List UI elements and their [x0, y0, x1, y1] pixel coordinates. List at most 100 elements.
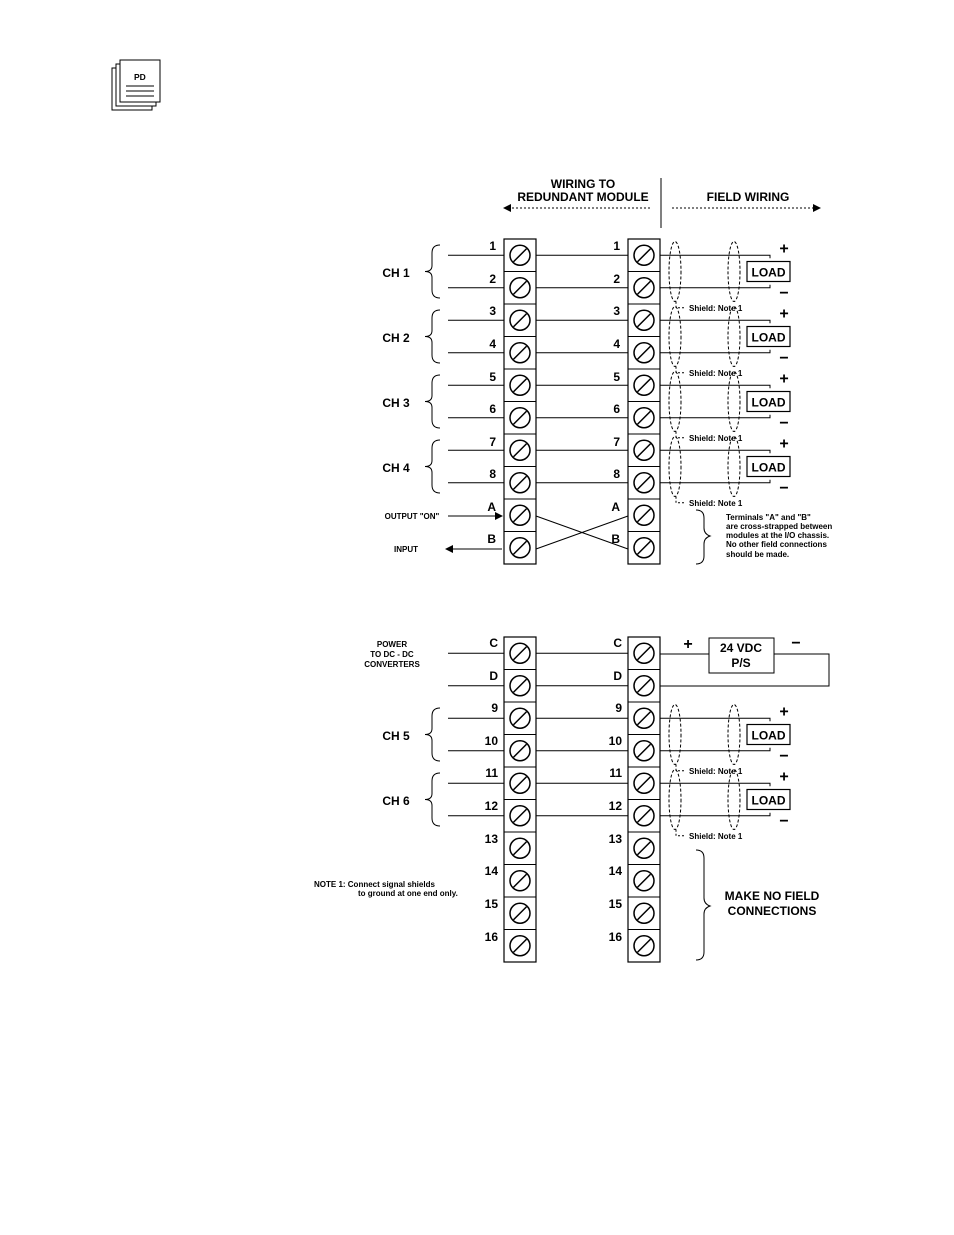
terminal-label: 2: [489, 272, 496, 286]
cable-shield: [668, 769, 682, 830]
load-box: LOAD: [746, 455, 791, 478]
top-left-terminal-labels: 1 2 3 4 5 6 7 8 A B: [487, 239, 496, 546]
terminal-label: D: [489, 669, 498, 683]
terminal-label: 7: [613, 435, 620, 449]
terminal-screw: [633, 342, 655, 364]
terminal-screw: [633, 675, 655, 697]
terminal-screw: [509, 504, 531, 526]
doc-icon-label: PD: [134, 72, 146, 82]
channel-braces: [424, 244, 441, 827]
cable-shield: [727, 306, 741, 367]
terminal-label: 11: [485, 766, 498, 780]
terminal-label: 8: [489, 467, 496, 481]
terminal-screw: [509, 439, 531, 461]
channel-brace: [424, 772, 441, 827]
terminal-label: C: [489, 636, 498, 650]
power-label-line: TO DC - DC: [370, 650, 414, 659]
cable-shield: [668, 306, 682, 367]
shield-label: Shield: Note 1: [689, 304, 743, 313]
terminal-screw: [633, 707, 655, 729]
terminal-screw: [509, 277, 531, 299]
terminal-label: 12: [609, 799, 623, 813]
cable-shield: [668, 241, 682, 302]
right-terminal-strip-top: [627, 238, 661, 565]
shield-label: Shield: Note 1: [689, 369, 743, 378]
terminal-screw: [633, 935, 655, 957]
terminal-screw: [633, 439, 655, 461]
terminal-label: 3: [613, 304, 620, 318]
load-box: LOAD: [746, 723, 791, 746]
terminal-screw: [509, 740, 531, 762]
make-no-field-line: MAKE NO FIELD: [725, 889, 820, 903]
make-no-field-line: CONNECTIONS: [728, 904, 817, 918]
channel-brace: [424, 707, 441, 762]
terminal-label: 5: [613, 370, 620, 384]
bottom-terminal-strips: [448, 636, 661, 963]
psu-minus-sign: −: [791, 635, 800, 652]
top-terminal-strips: [448, 238, 661, 565]
note-1: NOTE 1: Connect signal shields to ground…: [314, 880, 458, 898]
load-label: LOAD: [752, 331, 786, 345]
terminal-screw: [509, 902, 531, 924]
cable-shield: [727, 241, 741, 302]
terminal-label: B: [611, 532, 620, 546]
terminal-screw: [633, 374, 655, 396]
minus-sign: −: [779, 285, 788, 302]
terminal-label: B: [487, 532, 496, 546]
note-line: modules at the I/O chassis.: [726, 531, 829, 540]
terminal-label: 12: [485, 799, 499, 813]
terminal-label: 2: [613, 272, 620, 286]
plus-sign: +: [779, 703, 788, 720]
channel-brace: [424, 439, 441, 494]
terminal-screw: [509, 244, 531, 266]
terminal-screw: [633, 772, 655, 794]
terminal-screw: [509, 407, 531, 429]
terminal-label: 4: [489, 337, 496, 351]
terminal-label: C: [613, 636, 622, 650]
redundant-module-label: REDUNDANT MODULE: [517, 190, 648, 204]
load-box: LOAD: [746, 260, 791, 283]
terminal-label: 9: [491, 701, 498, 715]
channel-brace: [424, 309, 441, 364]
cross-strap-wires: [535, 515, 629, 550]
terminal-screw: [509, 707, 531, 729]
terminal-label: 9: [615, 701, 622, 715]
terminal-label: 4: [613, 337, 620, 351]
shield-label: Shield: Note 1: [689, 434, 743, 443]
minus-sign: −: [779, 415, 788, 432]
terminal-label: 13: [485, 832, 499, 846]
input-label: INPUT: [394, 545, 418, 554]
shield-label: Shield: Note 1: [689, 767, 743, 776]
terminal-screw: [509, 675, 531, 697]
terminal-screw: [633, 642, 655, 664]
psu-label-line: P/S: [731, 656, 750, 670]
terminal-screw: [509, 537, 531, 559]
top-channel-labels: CH 1 CH 2 CH 3 CH 4: [382, 266, 410, 475]
note-line: Terminals "A" and "B": [726, 513, 811, 522]
terminal-screw: [633, 309, 655, 331]
terminal-screw: [509, 772, 531, 794]
plus-sign: +: [779, 768, 788, 785]
terminal-label: 15: [485, 897, 499, 911]
cable-shield: [727, 371, 741, 432]
cable-shield: [727, 704, 741, 765]
terminal-screw: [633, 902, 655, 924]
terminal-label: 10: [609, 734, 623, 748]
bottom-left-terminal-labels: C D 9 10 11 12 13 14 15 16: [485, 636, 499, 944]
terminal-screw: [509, 935, 531, 957]
load-label: LOAD: [752, 461, 786, 475]
minus-sign: −: [779, 813, 788, 830]
channel-label: CH 4: [382, 461, 410, 475]
terminal-label: D: [613, 669, 622, 683]
terminal-screw: [633, 277, 655, 299]
terminal-label: 16: [609, 930, 623, 944]
shield-label: Shield: Note 1: [689, 499, 743, 508]
terminal-screw: [633, 504, 655, 526]
minus-sign: −: [779, 748, 788, 765]
note-line: should be made.: [726, 550, 789, 559]
